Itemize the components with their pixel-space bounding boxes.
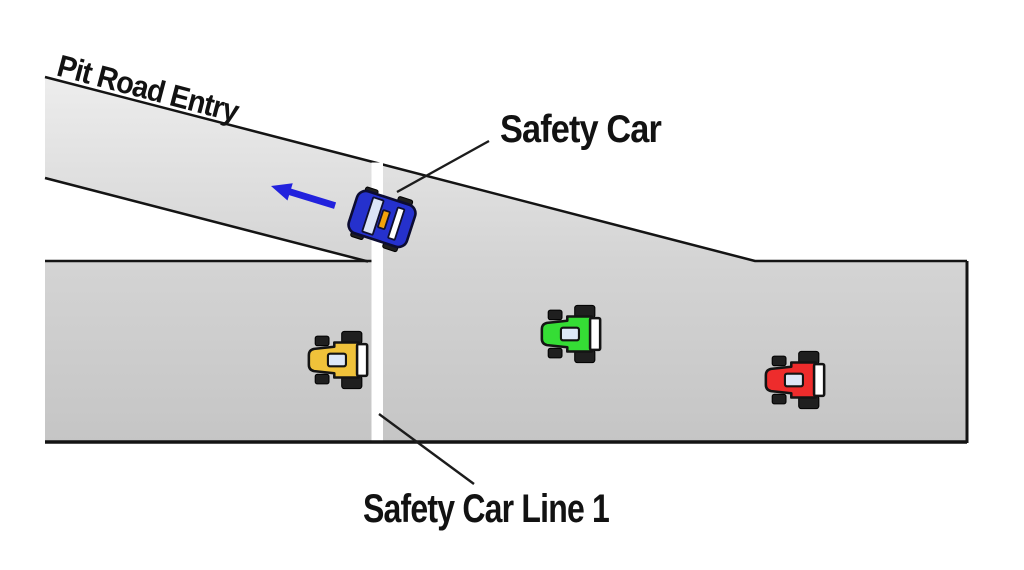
pit-road-bottom-edge xyxy=(44,176,369,263)
safety-car-line-pointer-line xyxy=(378,413,475,485)
main-track-surface xyxy=(45,261,967,442)
safety-car-line-1-label: Safety Car Line 1 xyxy=(363,487,610,531)
race-car-green xyxy=(540,304,602,364)
race-car-yellow xyxy=(307,330,369,390)
safety-car-light-bar xyxy=(377,209,391,230)
safety-car-vehicle xyxy=(347,186,417,253)
safety-car-line-1-marker xyxy=(371,162,383,441)
race-car-red xyxy=(764,350,826,410)
safety-car-label: Safety Car xyxy=(500,108,662,151)
safety-car-windshield xyxy=(361,196,385,236)
pit-road-top-edge xyxy=(44,75,967,263)
safety-car-pointer-line xyxy=(396,139,490,194)
direction-arrow xyxy=(271,183,337,209)
safety-car-rear-window xyxy=(387,206,406,241)
